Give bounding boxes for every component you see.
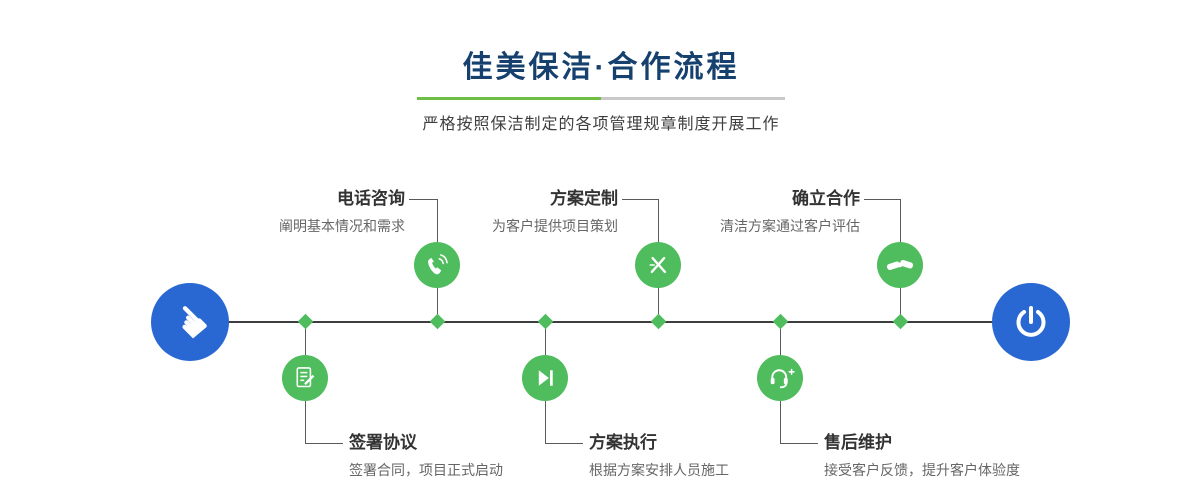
page-title: 佳美保洁·合作流程	[462, 51, 740, 84]
step-label: 签署协议 签署合同，项目正式启动	[349, 432, 503, 479]
step-desc: 清洁方案通过客户评估	[720, 218, 860, 234]
timeline-node-diamond	[892, 313, 909, 330]
step-desc: 根据方案安排人员施工	[589, 462, 729, 478]
divider-gray-segment	[601, 97, 785, 100]
connector-line	[780, 443, 818, 444]
title-divider	[417, 97, 785, 100]
timeline-node-diamond	[650, 313, 667, 330]
step-desc: 接受客户反馈，提升客户体验度	[824, 462, 1020, 478]
step-label: 方案执行 根据方案安排人员施工	[589, 432, 729, 479]
step-title: 签署协议	[349, 433, 417, 452]
step-title: 售后维护	[824, 433, 892, 452]
contract-icon	[288, 361, 322, 395]
step-node-headset	[757, 355, 803, 401]
step-label: 方案定制 为客户提供项目策划	[492, 188, 618, 235]
connector-line	[409, 199, 437, 200]
pointer-hand-icon: ☚	[160, 291, 221, 352]
step-title: 确立合作	[792, 189, 860, 208]
step-label: 电话咨询 阐明基本情况和需求	[279, 188, 405, 235]
headset-icon	[763, 361, 797, 395]
step-node-phone	[414, 242, 460, 288]
play-icon	[528, 361, 562, 395]
step-title: 电话咨询	[337, 189, 405, 208]
connector-line	[545, 443, 583, 444]
design-pencil-icon	[641, 248, 675, 282]
timeline-node-diamond	[772, 313, 789, 330]
step-node-play	[522, 355, 568, 401]
handshake-icon	[883, 248, 917, 282]
timeline-node-diamond	[429, 313, 446, 330]
timeline-start-node: ☚	[151, 283, 229, 361]
divider-green-segment	[417, 97, 601, 100]
step-desc: 为客户提供项目策划	[492, 218, 618, 234]
connector-line	[305, 443, 343, 444]
timeline-node-diamond	[297, 313, 314, 330]
power-icon	[1009, 300, 1053, 344]
step-title: 方案定制	[550, 189, 618, 208]
timeline-node-diamond	[537, 313, 554, 330]
step-title: 方案执行	[589, 433, 657, 452]
phone-icon	[420, 248, 454, 282]
step-label: 售后维护 接受客户反馈，提升客户体验度	[824, 432, 1020, 479]
timeline-line	[190, 321, 1032, 323]
connector-line	[864, 199, 900, 200]
step-node-contract	[282, 355, 328, 401]
step-desc: 阐明基本情况和需求	[279, 218, 405, 234]
step-label: 确立合作 清洁方案通过客户评估	[720, 188, 860, 235]
page-subtitle: 严格按照保洁制定的各项管理规章制度开展工作	[422, 116, 780, 133]
timeline-end-node	[992, 283, 1070, 361]
connector-line	[622, 199, 658, 200]
step-node-design	[635, 242, 681, 288]
step-node-handshake	[877, 242, 923, 288]
step-desc: 签署合同，项目正式启动	[349, 462, 503, 478]
